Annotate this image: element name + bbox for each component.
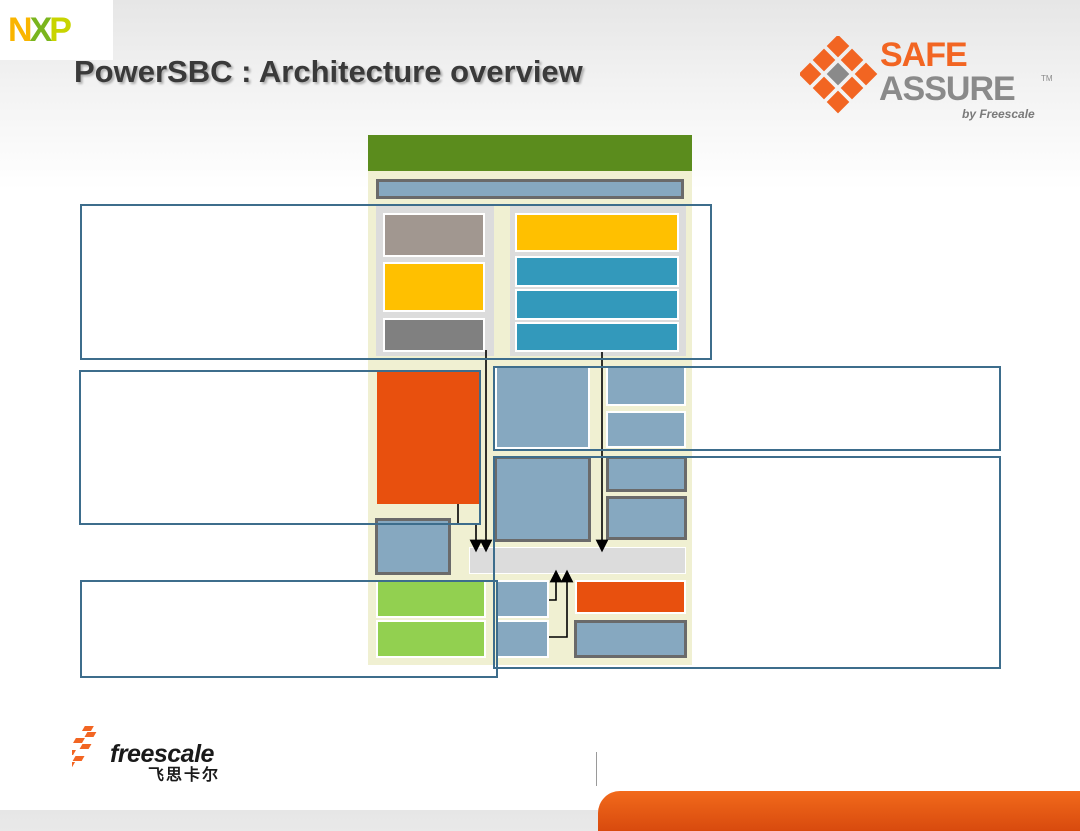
safeassure-diamond-logo	[800, 36, 878, 114]
nxp-logo-x: X	[29, 11, 53, 49]
right-teal-block-3	[515, 322, 679, 352]
safeassure-safe-text: SAFE	[880, 36, 968, 74]
left-gray-block	[383, 213, 485, 257]
steel-block-bottom-2	[496, 620, 549, 658]
nxp-logo-n: N	[8, 11, 33, 49]
nxp-logo-box: NXP	[0, 0, 113, 60]
steel-block-bottom-wide	[574, 620, 687, 658]
right-teal-block-1	[515, 256, 679, 287]
green-block-2	[376, 620, 486, 658]
steel-block-lower-large	[494, 456, 591, 542]
steel-block-left-small	[375, 518, 451, 575]
freescale-brand-text: freescale	[110, 740, 214, 768]
callout-box-top	[80, 204, 712, 360]
architecture-top-bus	[376, 179, 684, 199]
callout-box-left-mid	[79, 370, 481, 525]
left-yellow-block	[383, 262, 485, 312]
steel-block-bottom-1	[496, 580, 549, 618]
steel-block-mid-large	[495, 366, 590, 449]
orange-block-small	[575, 580, 686, 614]
right-teal-block-2	[515, 289, 679, 320]
orange-block-large	[377, 370, 479, 504]
callout-box-right-low	[493, 456, 1001, 669]
safeassure-assure-text: ASSURE	[879, 70, 1016, 108]
safeassure-tm: TM	[1041, 74, 1053, 83]
steel-block-small-4	[606, 496, 687, 540]
callout-box-left-low	[80, 580, 498, 678]
right-yellow-block	[515, 213, 679, 252]
footer-orange-bar	[598, 791, 1080, 831]
lightgray-bus-bar	[469, 547, 686, 574]
steel-block-small-1	[606, 366, 686, 406]
footer-divider	[596, 752, 597, 786]
freescale-logo	[72, 726, 97, 767]
page-title: PowerSBC : Architecture overview	[74, 54, 583, 89]
steel-block-small-2	[606, 411, 686, 448]
left-darkgray-block	[383, 318, 485, 352]
architecture-header-bar	[368, 135, 692, 171]
safeassure-by-text: by Freescale	[962, 107, 1035, 121]
nxp-logo-p: P	[49, 11, 72, 49]
callout-box-right-mid	[493, 366, 1001, 451]
freescale-brand-cn: 飞思卡尔	[148, 767, 221, 784]
nxp-logo: NXP	[8, 10, 72, 50]
